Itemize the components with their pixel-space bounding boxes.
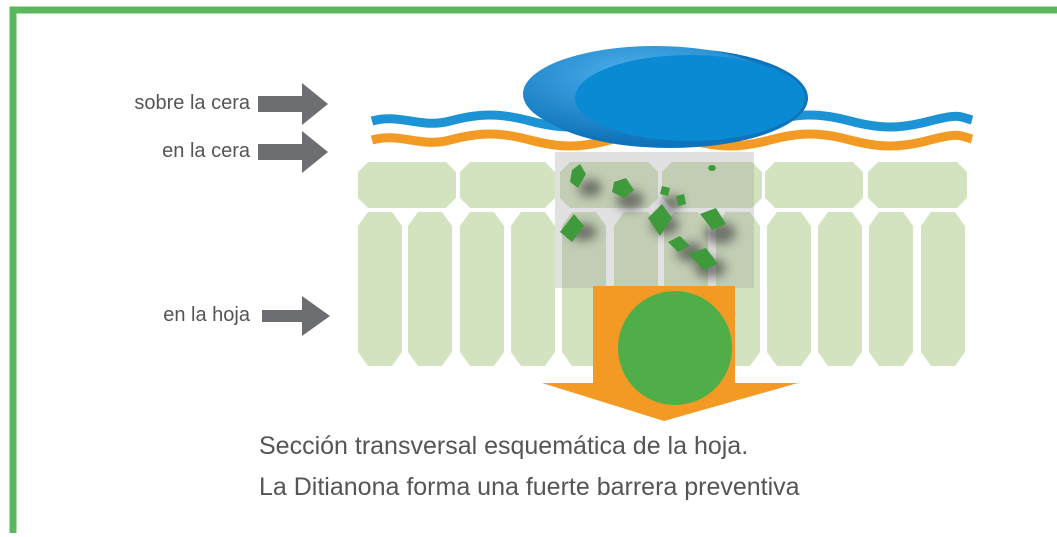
palisade-cell: [511, 212, 555, 366]
arrow-en-la-cera-icon: [258, 131, 328, 173]
caption-line-1: Sección transversal esquemática de la ho…: [259, 432, 749, 460]
palisade-cell: [869, 212, 913, 366]
label-en-la-cera: en la cera: [162, 140, 250, 162]
epidermis-cell: [358, 162, 456, 208]
leaf-cells: [358, 162, 967, 366]
ditianona-particles: [560, 164, 726, 270]
label-sobre-la-cera: sobre la cera: [134, 92, 250, 114]
epidermis-cell: [765, 162, 863, 208]
palisade-cell: [767, 212, 811, 366]
barrier-circle: [618, 291, 732, 405]
fungicide-droplet: [523, 46, 808, 148]
palisade-cell: [408, 212, 452, 366]
palisade-cell: [460, 212, 504, 366]
arrow-en-la-hoja-icon: [262, 296, 330, 336]
arrow-sobre-la-cera-icon: [258, 83, 328, 125]
palisade-cell: [358, 212, 402, 366]
caption-line-2: La Ditianona forma una fuerte barrera pr…: [259, 473, 800, 501]
palisade-cell: [818, 212, 862, 366]
label-en-la-hoja: en la hoja: [163, 304, 250, 326]
label-arrows: [258, 83, 330, 336]
barrier-arrow: [542, 286, 798, 421]
palisade-cell: [921, 212, 965, 366]
frame-border: [9, 6, 1057, 533]
epidermis-cell: [662, 162, 762, 208]
epidermis-cell: [460, 162, 555, 208]
epidermis-cell: [868, 162, 967, 208]
